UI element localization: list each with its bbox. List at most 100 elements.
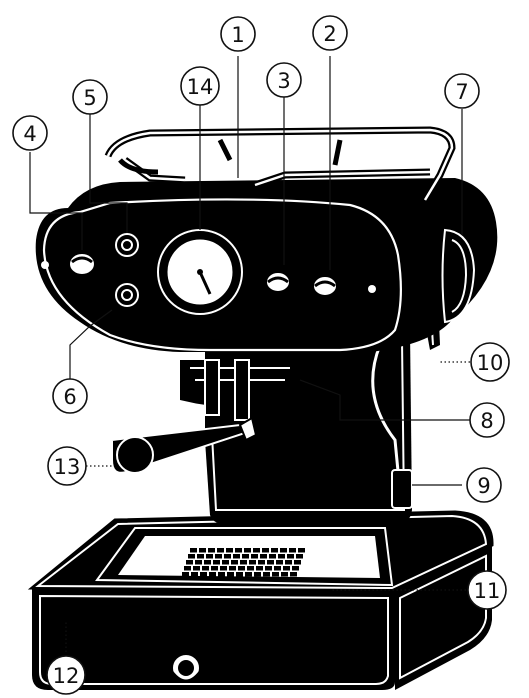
grate-cell xyxy=(258,560,265,565)
grate-cell xyxy=(184,566,191,571)
grate-cell xyxy=(269,554,276,559)
svg-text:11: 11 xyxy=(474,579,501,603)
grate-cell xyxy=(287,554,294,559)
grate-cell xyxy=(217,548,224,553)
knob-left xyxy=(69,253,95,275)
grate-cell xyxy=(274,566,281,571)
grate-cell xyxy=(182,572,189,577)
grate-cell xyxy=(265,566,272,571)
grate-cell xyxy=(222,560,229,565)
grate-cell xyxy=(296,554,303,559)
grate-cell xyxy=(197,554,204,559)
grate-cell xyxy=(245,572,252,577)
grate-cell xyxy=(240,560,247,565)
grate-cell xyxy=(262,548,269,553)
grate-cell xyxy=(271,548,278,553)
grate-cell xyxy=(260,554,267,559)
grate-cell xyxy=(211,566,218,571)
grate-cell xyxy=(247,566,254,571)
svg-text:9: 9 xyxy=(477,474,490,498)
drip-tray-handle xyxy=(172,654,200,682)
callout-1: 1 xyxy=(221,17,255,51)
grate-cell xyxy=(298,548,305,553)
grate-cell xyxy=(236,572,243,577)
callout-6: 6 xyxy=(53,379,87,413)
grate-cell xyxy=(190,548,197,553)
grate-cell xyxy=(220,566,227,571)
knob-center xyxy=(266,272,290,292)
grate-cell xyxy=(278,554,285,559)
svg-text:12: 12 xyxy=(53,664,80,688)
grate-cell xyxy=(202,566,209,571)
grate-cell xyxy=(229,566,236,571)
svg-text:5: 5 xyxy=(83,86,96,110)
grate-cell xyxy=(209,572,216,577)
grate-cell xyxy=(280,548,287,553)
svg-text:4: 4 xyxy=(23,122,36,146)
grate-cell xyxy=(285,560,292,565)
grate-cell xyxy=(191,572,198,577)
pressure-gauge xyxy=(158,230,242,314)
grate-cell xyxy=(204,560,211,565)
indicator-light-lower xyxy=(116,284,138,306)
grate-cell xyxy=(289,548,296,553)
grate-cell xyxy=(251,554,258,559)
grate-cell xyxy=(267,560,274,565)
drip-tray-grille xyxy=(97,528,392,585)
svg-text:2: 2 xyxy=(323,22,336,46)
svg-text:1: 1 xyxy=(231,23,244,47)
grate-cell xyxy=(226,548,233,553)
callout-11: 11 xyxy=(468,571,506,609)
svg-text:13: 13 xyxy=(54,455,81,479)
grate-cell xyxy=(200,572,207,577)
callout-13: 13 xyxy=(48,447,86,485)
machine-upper-body xyxy=(36,178,498,352)
callout-5: 5 xyxy=(73,80,107,114)
grate-cell xyxy=(249,560,256,565)
grate-cell xyxy=(215,554,222,559)
svg-text:14: 14 xyxy=(187,75,214,99)
svg-text:8: 8 xyxy=(480,409,493,433)
grate-cell xyxy=(188,554,195,559)
callout-9: 9 xyxy=(467,468,501,502)
grate-cell xyxy=(195,560,202,565)
svg-text:10: 10 xyxy=(477,351,504,375)
grate-cell xyxy=(227,572,234,577)
grate-cell xyxy=(244,548,251,553)
grate-cell xyxy=(206,554,213,559)
callout-4: 4 xyxy=(13,116,47,150)
grate-cell xyxy=(208,548,215,553)
grate-cell xyxy=(256,566,263,571)
grate-cell xyxy=(218,572,225,577)
grate-cell xyxy=(263,572,270,577)
knob-right xyxy=(313,276,337,296)
callout-10: 10 xyxy=(471,343,509,381)
grate-cell xyxy=(186,560,193,565)
svg-text:3: 3 xyxy=(277,69,290,93)
callout-14: 14 xyxy=(181,67,219,105)
callout-3: 3 xyxy=(267,63,301,97)
svg-text:6: 6 xyxy=(63,385,76,409)
grate-cell xyxy=(242,554,249,559)
grate-cell xyxy=(199,548,206,553)
grate-cell xyxy=(224,554,231,559)
grate-cell xyxy=(238,566,245,571)
grate-cell xyxy=(290,572,297,577)
callout-12: 12 xyxy=(47,656,85,694)
grate-cell xyxy=(253,548,260,553)
grate-cell xyxy=(254,572,261,577)
callout-7: 7 xyxy=(445,74,479,108)
callout-2: 2 xyxy=(313,16,347,50)
grate-cell xyxy=(193,566,200,571)
grate-cell xyxy=(231,560,238,565)
grate-cell xyxy=(283,566,290,571)
grate-cell xyxy=(272,572,279,577)
grate-cell xyxy=(276,560,283,565)
grate-cell xyxy=(281,572,288,577)
indicator-light-upper xyxy=(116,234,138,256)
grate-cell xyxy=(233,554,240,559)
grate-cell xyxy=(213,560,220,565)
svg-text:7: 7 xyxy=(455,80,468,104)
grate-cell xyxy=(292,566,299,571)
